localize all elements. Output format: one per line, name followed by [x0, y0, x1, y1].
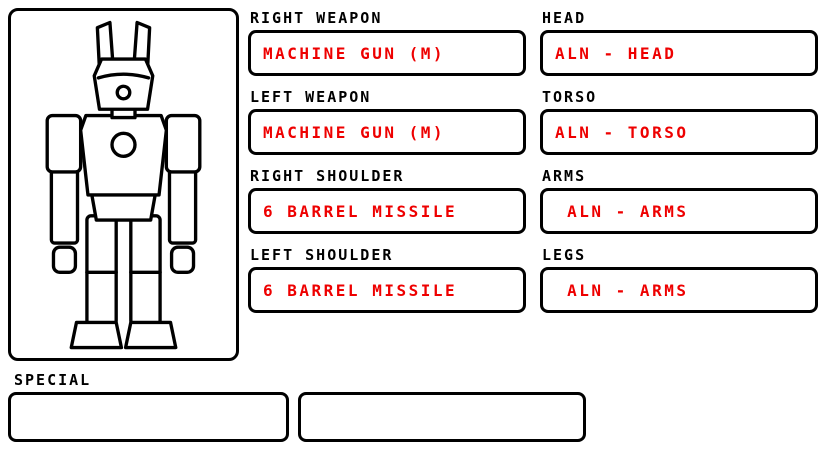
slot-value: MACHINE GUN (M) [263, 122, 445, 142]
special-slot-1[interactable] [8, 392, 289, 442]
slot-label: ARMS [542, 167, 587, 185]
weapon-slots-column: RIGHT WEAPON MACHINE GUN (M) LEFT WEAPON… [248, 6, 526, 322]
slot-right-shoulder: RIGHT SHOULDER 6 BARREL MISSILE [248, 164, 526, 234]
slot-value-box[interactable]: 6 BARREL MISSILE [248, 188, 526, 234]
slot-value-box[interactable]: 6 BARREL MISSILE [248, 267, 526, 313]
slot-value-box[interactable]: ALN - ARMS [540, 188, 818, 234]
slot-value: MACHINE GUN (M) [263, 43, 445, 63]
slot-label: RIGHT WEAPON [250, 9, 383, 27]
slot-head: HEAD ALN - HEAD [540, 6, 818, 76]
slot-value: 6 BARREL MISSILE [263, 201, 458, 221]
slot-arms: ARMS ALN - ARMS [540, 164, 818, 234]
slot-label: LEFT SHOULDER [250, 246, 394, 264]
slot-label: LEFT WEAPON [250, 88, 372, 106]
slot-value: ALN - TORSO [555, 122, 689, 142]
slot-value: ALN - HEAD [555, 43, 677, 63]
slot-torso: TORSO ALN - TORSO [540, 85, 818, 155]
mech-preview-panel [8, 8, 239, 361]
slot-value-box[interactable]: ALN - TORSO [540, 109, 818, 155]
slot-label: TORSO [542, 88, 598, 106]
slot-label: RIGHT SHOULDER [250, 167, 405, 185]
slot-value-box[interactable]: MACHINE GUN (M) [248, 109, 526, 155]
slot-label: LEGS [542, 246, 587, 264]
slot-value: 6 BARREL MISSILE [263, 280, 458, 300]
mech-figure-icon [45, 20, 202, 350]
special-slot-2[interactable] [298, 392, 586, 442]
slot-value-box[interactable]: ALN - HEAD [540, 30, 818, 76]
slot-value: ALN - ARMS [555, 201, 689, 221]
slot-left-weapon: LEFT WEAPON MACHINE GUN (M) [248, 85, 526, 155]
body-slots-column: HEAD ALN - HEAD TORSO ALN - TORSO ARMS A… [540, 6, 818, 322]
special-label: SPECIAL [14, 371, 92, 389]
slot-left-shoulder: LEFT SHOULDER 6 BARREL MISSILE [248, 243, 526, 313]
slot-value: ALN - ARMS [555, 280, 689, 300]
slot-value-box[interactable]: MACHINE GUN (M) [248, 30, 526, 76]
slot-right-weapon: RIGHT WEAPON MACHINE GUN (M) [248, 6, 526, 76]
slot-value-box[interactable]: ALN - ARMS [540, 267, 818, 313]
slot-label: HEAD [542, 9, 587, 27]
slot-legs: LEGS ALN - ARMS [540, 243, 818, 313]
